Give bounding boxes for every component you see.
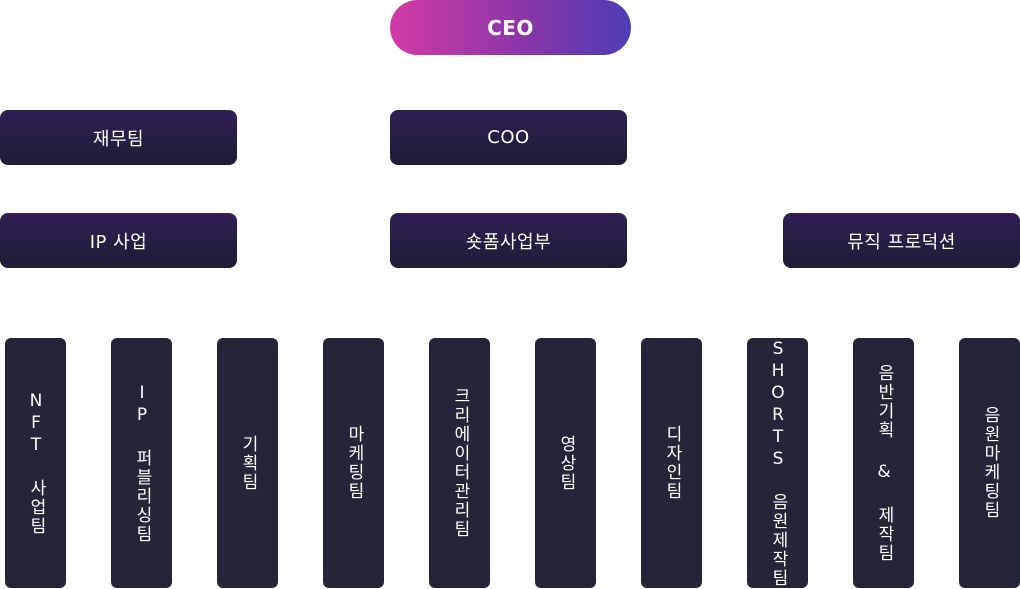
team-label: 기획팀 (238, 434, 258, 492)
team-design: 디자인팀 (641, 338, 702, 588)
team-label: 디자인팀 (662, 425, 682, 501)
finance-label: 재무팀 (92, 128, 145, 150)
team-label: IP 퍼블리싱팀 (132, 382, 152, 544)
team-shorts-music: SHORTS 음원제작팀 (747, 338, 808, 588)
team-label: SHORTS 음원제작팀 (768, 338, 788, 588)
team-music-marketing: 음원마케팅팀 (959, 338, 1020, 588)
shortform-division-box: 숏폼사업부 (390, 213, 627, 268)
team-nft: NFT 사업팀 (5, 338, 66, 588)
team-video: 영상팀 (535, 338, 596, 588)
ceo-box: CEO (390, 0, 631, 55)
team-label: 음반기획 & 제작팀 (874, 363, 894, 563)
team-label: 음원마케팅팀 (980, 406, 1000, 520)
coo-box: COO (390, 110, 627, 165)
shortform-division-label: 숏폼사업부 (465, 231, 552, 253)
ip-business-box: IP 사업 (0, 213, 237, 268)
coo-label: COO (487, 127, 530, 148)
team-marketing: 마케팅팀 (323, 338, 384, 588)
finance-box: 재무팀 (0, 110, 237, 165)
music-production-label: 뮤직 프로덕션 (847, 231, 956, 253)
team-label: 크리에이터관리팀 (450, 387, 470, 539)
team-label: 영상팀 (556, 434, 576, 492)
ceo-label: CEO (487, 15, 534, 40)
music-production-box: 뮤직 프로덕션 (783, 213, 1020, 268)
team-label: 마케팅팀 (344, 425, 364, 501)
ip-business-label: IP 사업 (89, 231, 148, 253)
team-album-production: 음반기획 & 제작팀 (853, 338, 914, 588)
team-label: NFT 사업팀 (26, 390, 46, 536)
team-ip-publishing: IP 퍼블리싱팀 (111, 338, 172, 588)
team-planning: 기획팀 (217, 338, 278, 588)
team-creator-management: 크리에이터관리팀 (429, 338, 490, 588)
